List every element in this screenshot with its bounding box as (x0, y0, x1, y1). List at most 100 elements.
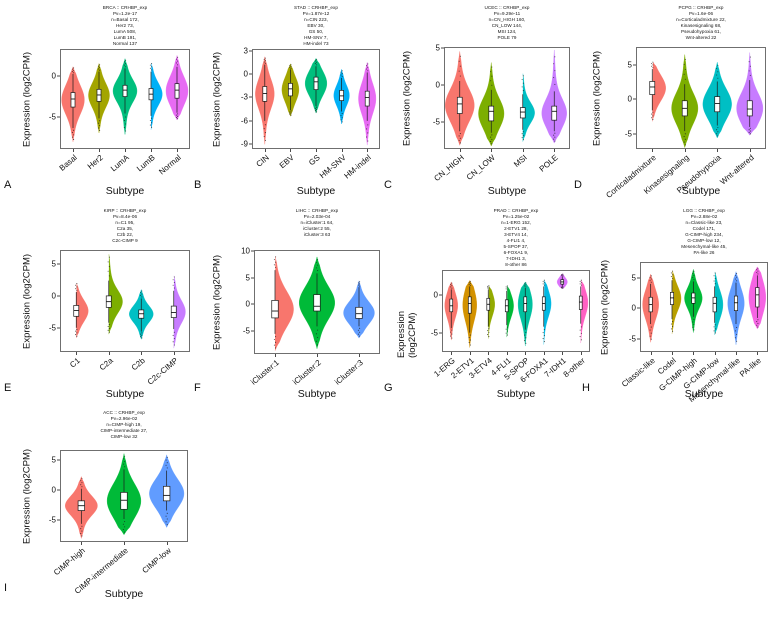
y-tick-label: 0 (243, 69, 248, 79)
panel-header-f: LIHC :: CRHBP_exp Pv=2.03e-04 n=iCluster… (295, 208, 339, 237)
violin-3-etv4 (486, 285, 495, 339)
violin-series-group (642, 266, 766, 345)
violin-pa-like (748, 266, 766, 330)
y-axis-label: Expression (log2CPM) (591, 50, 603, 146)
panel-id-f: F (194, 382, 201, 394)
y-tick-mark (57, 295, 60, 297)
panel-header-a: BRCA :: CRHBP_exp Pv=1.2e-17 n=Basal 172… (102, 5, 148, 46)
x-tick-mark (166, 542, 168, 545)
violin-normal (165, 55, 189, 121)
y-tick-mark (251, 330, 254, 332)
x-tick-mark (264, 149, 266, 152)
violin-series-group (65, 453, 185, 539)
y-tick-label: 0 (51, 291, 56, 301)
x-axis-label: Subtype (681, 185, 721, 197)
y-tick-mark (441, 121, 444, 123)
x-axis-label: Subtype (105, 388, 145, 400)
y-tick-label: 0 (435, 80, 440, 90)
x-tick-mark (757, 352, 759, 355)
y-axis-label: Expression (log2CPM) (599, 259, 611, 355)
violin-g-cimp-high (684, 269, 703, 333)
violin-2-etv1 (462, 280, 477, 348)
violin-pseudohypoxia (702, 62, 732, 139)
violin-luma (112, 58, 138, 135)
x-tick-mark (672, 352, 673, 355)
y-tick-mark (249, 143, 252, 145)
x-axis-label: Subtype (684, 388, 724, 400)
y-tick-label: -3 (240, 92, 248, 102)
y-tick-label: 5 (627, 60, 632, 70)
panel-id-a: A (4, 179, 12, 191)
panel-id-b: B (194, 179, 202, 191)
x-tick-mark (108, 352, 110, 355)
x-tick-mark (469, 352, 471, 355)
x-axis-label: Subtype (104, 588, 144, 600)
violin-6-foxa1 (541, 279, 552, 345)
violin-icluster-2 (299, 256, 335, 349)
violin-series-group (255, 56, 377, 146)
violin-gs (304, 58, 328, 114)
x-axis-label: Subtype (296, 185, 336, 197)
panel-h: LGG :: CRHBP_exp Pv=2.88e-02 n=Classic-l… (582, 208, 776, 404)
x-tick-mark (275, 354, 276, 357)
x-tick-mark (652, 149, 654, 152)
violin-basal (61, 66, 85, 142)
x-tick-mark (316, 149, 317, 152)
y-tick-mark (57, 75, 60, 77)
violin-pole (541, 49, 567, 144)
x-tick-mark (317, 354, 318, 357)
y-tick-mark (637, 307, 640, 309)
y-axis-label: Expression (log2CPM) (211, 254, 223, 350)
y-axis-label: Expression (log2CPM) (21, 51, 33, 147)
y-tick-label: -5 (48, 112, 56, 122)
violin-lumb (148, 62, 163, 130)
panel-c: UCEC :: CRHBP_exp Pv=9.29e-11 n=CN_HIGH … (384, 5, 580, 201)
x-tick-mark (693, 352, 695, 355)
violin-1-erg (444, 281, 458, 341)
violin-classic-like (642, 273, 659, 343)
violin-c2c-cimp (170, 275, 186, 349)
violin-cimp-low (149, 454, 185, 528)
panel-id-e: E (4, 382, 12, 394)
y-tick-mark (633, 133, 636, 135)
x-tick-mark (488, 352, 490, 355)
panel-b: STAD :: CRHBP_exp Pv=1.87e-12 n=CIN 223,… (194, 5, 390, 201)
y-tick-label: -5 (624, 129, 632, 139)
violin-cn-low (478, 62, 505, 147)
y-tick-mark (439, 294, 442, 296)
y-tick-mark (633, 98, 636, 100)
x-tick-mark (562, 352, 564, 355)
y-tick-mark (637, 277, 640, 279)
y-tick-label: -5 (432, 117, 440, 127)
y-tick-mark (251, 303, 254, 305)
x-tick-mark (459, 149, 461, 152)
panel-id-i: I (4, 582, 8, 594)
y-tick-label: 0 (51, 485, 56, 495)
y-tick-label: 0 (51, 71, 56, 81)
x-tick-mark (81, 542, 83, 545)
y-axis-label: Expression (log2CPM) (21, 253, 33, 349)
y-tick-label: -5 (48, 323, 56, 333)
y-tick-label: 0 (627, 94, 632, 104)
violin-series-group (73, 254, 186, 349)
x-tick-mark (151, 149, 152, 152)
violin-her2 (88, 63, 110, 133)
y-tick-label: 0 (433, 290, 438, 300)
x-tick-mark (124, 542, 125, 545)
y-tick-label: -5 (628, 334, 636, 344)
violin-series-group (61, 55, 189, 142)
y-tick-mark (249, 120, 252, 122)
y-tick-mark (57, 519, 60, 521)
x-tick-mark (451, 352, 453, 355)
x-tick-mark (749, 149, 751, 152)
y-tick-label: 5 (51, 259, 56, 269)
x-tick-mark (506, 352, 508, 355)
y-tick-mark (249, 73, 252, 75)
y-tick-label: 0 (631, 303, 636, 313)
x-tick-mark (76, 352, 78, 355)
panel-header-g: PRAD :: CRHBP_exp Pv=1.25e-02 n=1-ERG 15… (493, 208, 539, 267)
panel-id-h: H (582, 382, 590, 394)
y-tick-label: -6 (240, 116, 248, 126)
violin-wnt-altered (736, 52, 764, 136)
panel-header-c: UCEC :: CRHBP_exp Pv=9.29e-11 n=CN_HIGH … (484, 5, 530, 40)
